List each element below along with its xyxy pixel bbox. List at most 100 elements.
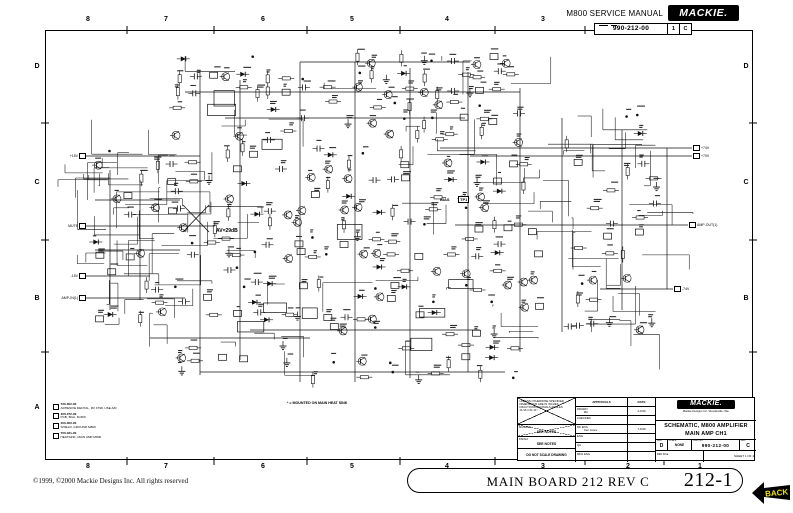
date-header: DATE [637, 400, 646, 404]
drawing-title-line2: MAIN AMP CH1 [685, 430, 727, 437]
size-label: SIZE [657, 440, 662, 442]
material-cell: MATERIAL: SEE NOTES [518, 425, 576, 437]
approval-label: CHECKED [577, 416, 591, 420]
approval-row: QA [576, 443, 628, 452]
terminal-amp-out: AMP-OUT(1) [689, 222, 717, 228]
checkbox-icon [53, 432, 59, 439]
zone-col-label: 7 [164, 16, 168, 23]
approval-date: 2-9-99 [628, 407, 656, 416]
dwg-number: 990-212-00 [701, 442, 730, 448]
doc-number-box: 990-212-00 1 C [594, 23, 692, 35]
no-scale-note: DO NOT SCALE DRAWING [526, 453, 567, 457]
approval-row: MFG ENG [576, 452, 628, 462]
approval-label: DRAWN [577, 407, 588, 411]
zone-col-label: 3 [541, 463, 545, 470]
terminal-amp-in: AMP-IN(1) [51, 295, 86, 301]
approval-label: MFG ENG [577, 452, 591, 456]
zone-row-label: D [743, 63, 749, 70]
finish-cell: FINISH: SEE NOTES [518, 437, 576, 449]
approval-date [628, 452, 656, 462]
part-number: 400-072-00 [60, 411, 77, 416]
part-desc: SHIELD, GROUND M800 [60, 424, 96, 429]
zone-row-label: C [743, 179, 749, 186]
approval-name: Ken Jones [584, 428, 598, 433]
connector-icon [689, 222, 696, 228]
tolerance-line: FRACTIONS DECIMALS ANGLES [519, 405, 563, 410]
approvals-header: APPROVALS [592, 400, 611, 404]
part-desc: ADHESIVE DENTAL, RV 4798, USE A/R [60, 405, 117, 410]
date-header-cell: DATE [628, 398, 656, 407]
connector-icon [693, 145, 700, 151]
back-button[interactable]: BACK [751, 480, 791, 505]
approval-date [628, 416, 656, 425]
zone-col-label: 7 [164, 463, 168, 470]
scale-cell: SCALE: NONE [668, 440, 692, 451]
sheet-cell: SHEET 1 OF 4 [704, 451, 756, 462]
rev-label: REV. [741, 440, 746, 442]
zone-row-label: A [34, 404, 40, 411]
company-cell: MACKIE. Mackie Designs Inc. Woodinville,… [656, 398, 756, 421]
doc-number: 990-212-00 [595, 24, 667, 34]
bias-label: BIAS [440, 197, 450, 202]
gain-label: AV=29dB [216, 228, 238, 234]
zone-col-label: 5 [350, 463, 354, 470]
checkbox-icon [53, 413, 59, 420]
approval-row: CHECKED [576, 416, 628, 425]
zone-col-label: 4 [445, 463, 449, 470]
checkbox-icon [53, 422, 59, 429]
terminal-plus70v: +70V [693, 153, 709, 159]
approval-date [628, 443, 656, 452]
terminal-label: AMP-IN(1) [61, 296, 78, 300]
terminal-label: -15V [70, 274, 78, 278]
terminal-label: MUTE [68, 224, 78, 228]
connector-icon [79, 295, 86, 301]
zone-col-label: 2 [626, 463, 630, 470]
part-desc: PCB, BGA, M-800 [60, 415, 86, 420]
approval-row: ENG [576, 434, 628, 443]
connector-icon [79, 153, 86, 159]
dwg-label: DWG. NO. [693, 440, 704, 442]
size-value: D [659, 442, 664, 449]
scale-label: SCALE: [669, 440, 677, 442]
mackie-logo-small: MACKIE. [677, 400, 735, 409]
rev-cell: REV. C [740, 440, 756, 451]
zone-col-label: 5 [350, 16, 354, 23]
no-scale-cell: DO NOT SCALE DRAWING [518, 449, 576, 462]
copyright: ©1999, ©2000 Mackie Designs Inc. All rig… [33, 477, 189, 485]
page-ref: 212-1 [683, 469, 733, 491]
terminal-label: +70V [701, 154, 710, 158]
tolerance-note: UNLESS OTHERWISE SPECIFIED DIMENSIONS AR… [518, 398, 576, 425]
finish-label: FINISH: [519, 437, 529, 441]
finish-value: SEE NOTES [536, 441, 557, 446]
ref-file-cell: REF FILE [656, 451, 704, 462]
board-title-pill: MAIN BOARD 212 REV C 212-1 [407, 468, 743, 493]
tolerance-line: ±1/16 ±.01 ±1° [519, 408, 538, 413]
drawing-frame [45, 30, 753, 460]
size-cell: SIZE D [656, 440, 668, 451]
drawing-title-cell: SCHEMATIC, M800 AMPLIFIER MAIN AMP CH1 [656, 421, 756, 440]
zone-row-label: D [34, 63, 40, 70]
terminal-label: AMP-OUT(1) [697, 223, 718, 227]
connector-icon [79, 223, 86, 229]
connector-icon [79, 273, 86, 279]
board-label: MAIN BOARD 212 REV C [486, 474, 650, 489]
zone-col-label: 8 [86, 463, 90, 470]
connector-icon [674, 286, 681, 292]
part-number: 700-031-00 [60, 431, 77, 436]
part-desc: HEATSINK, MAIN AMP M800 [60, 434, 102, 439]
drawing-title-line1: SCHEMATIC, M800 AMPLIFIER [664, 423, 748, 429]
scale-value: NONE [674, 442, 685, 447]
ref-file-label: REF FILE [657, 452, 669, 456]
doc-sheet: 1 [667, 24, 679, 34]
sheet-label: SHEET 1 OF 4 [734, 454, 754, 458]
approval-date: 7-8-99 [628, 425, 656, 434]
terminal-plus74v: +74V [693, 145, 709, 151]
tolerance-line: UNLESS OTHERWISE SPECIFIED [519, 398, 564, 403]
company-line: Mackie Designs Inc. Woodinville, Wa. [682, 408, 730, 413]
part-number: 730-002-00 [60, 402, 77, 406]
